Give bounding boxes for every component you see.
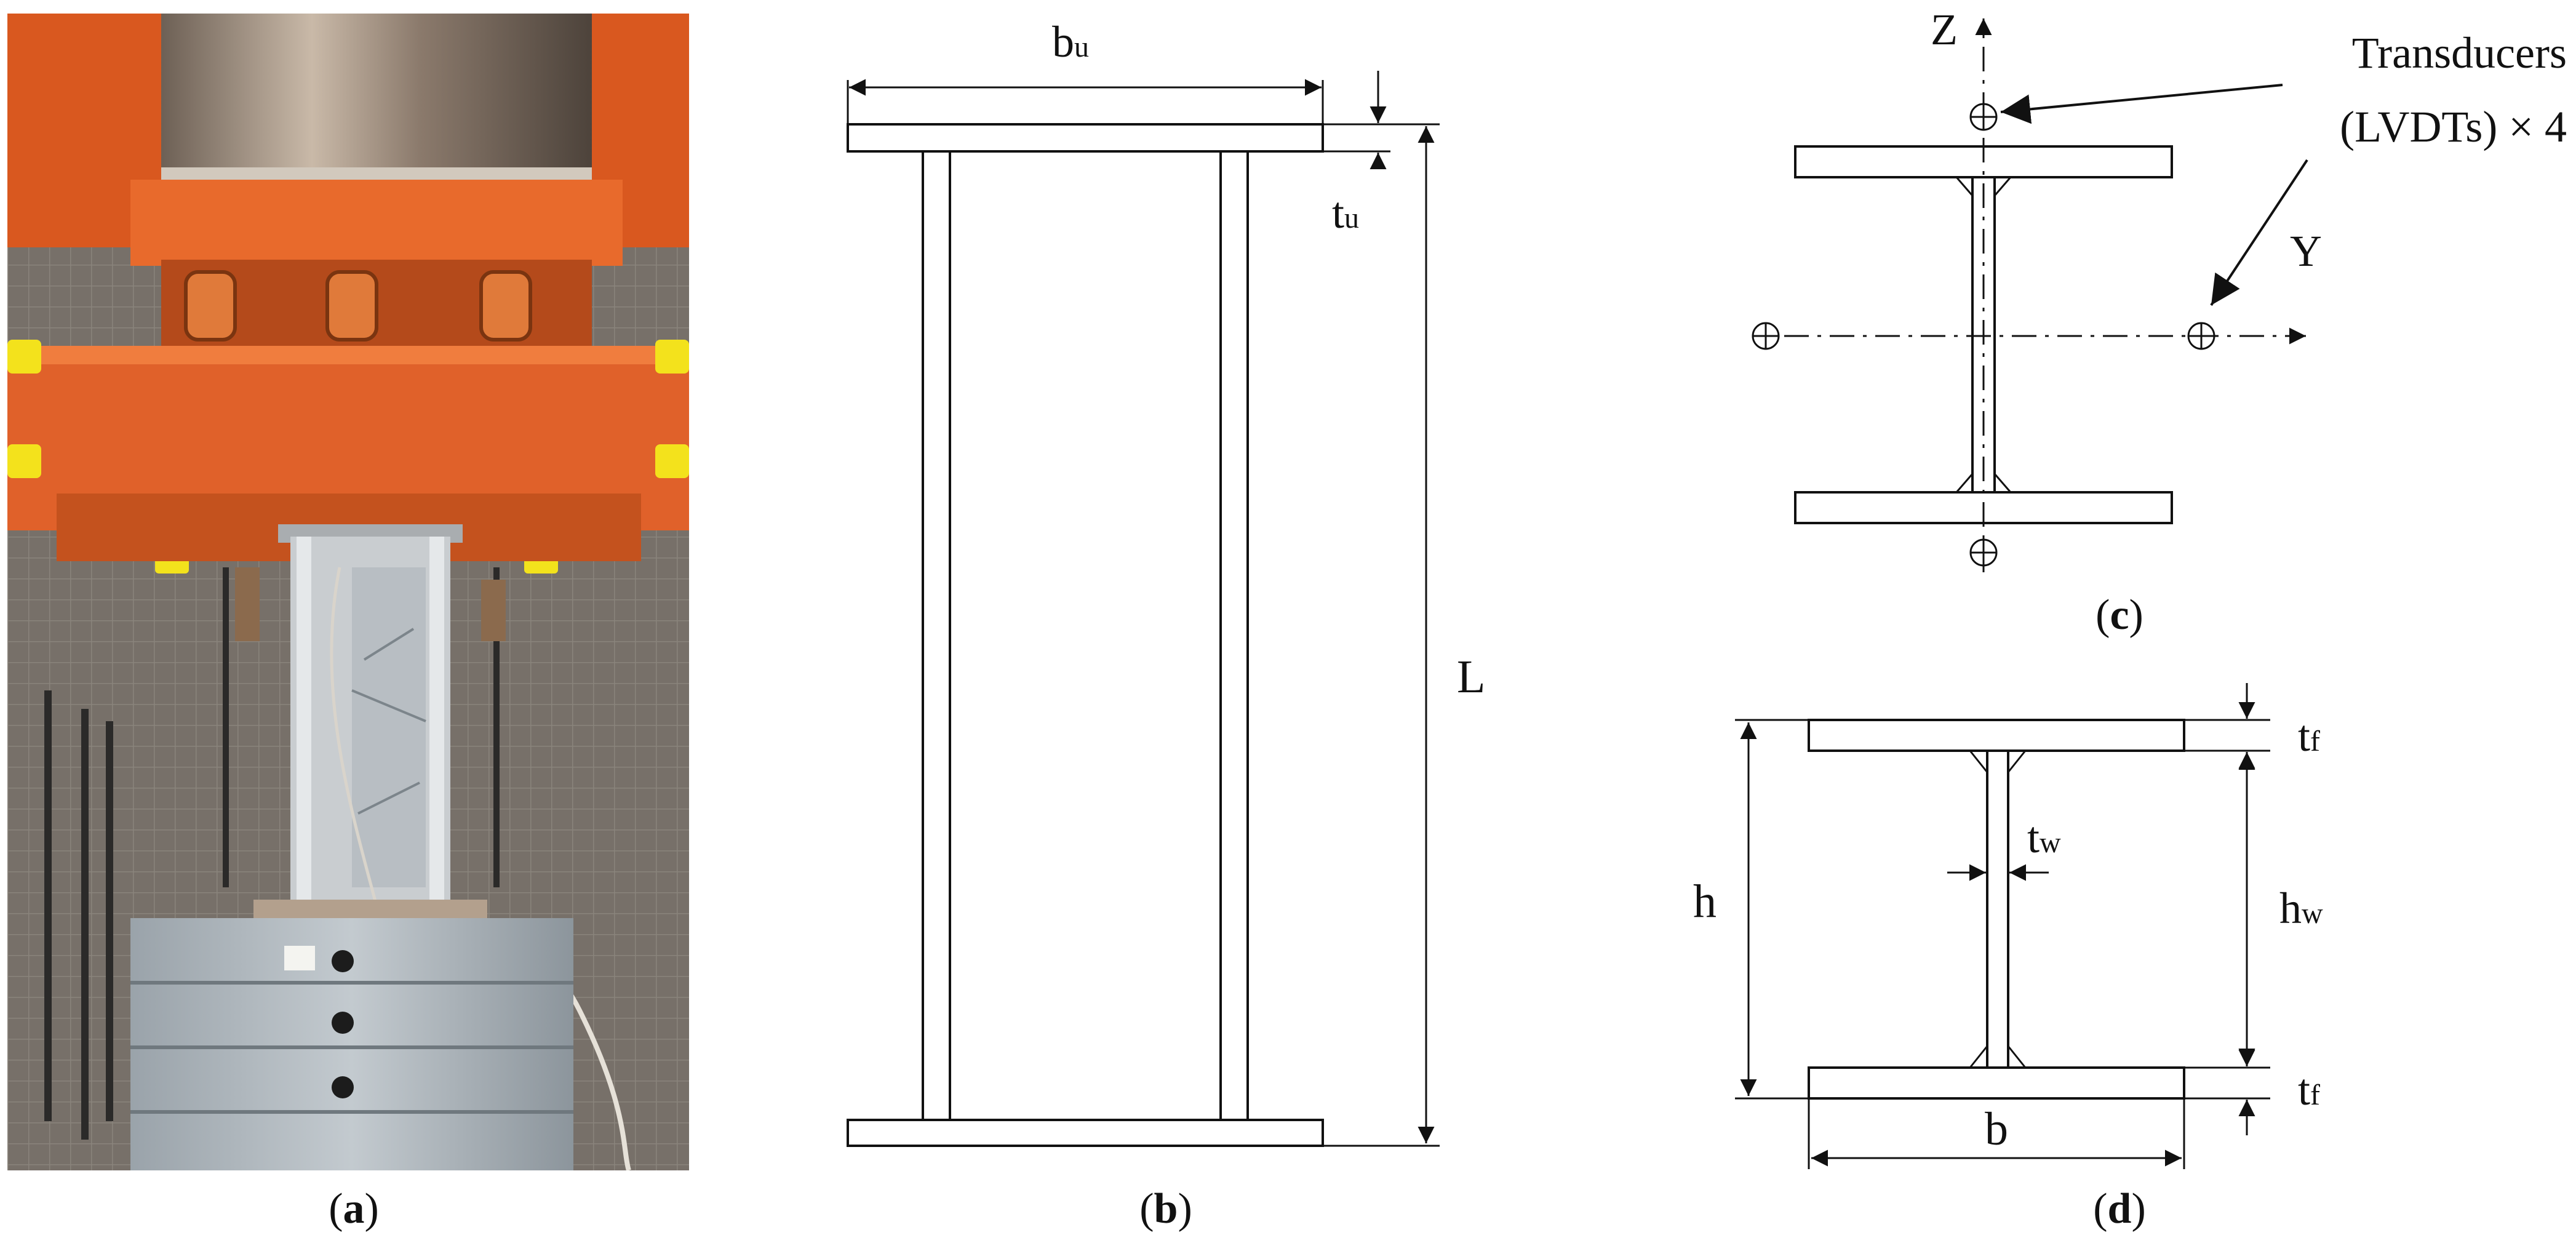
dim-b xyxy=(1808,1098,2185,1169)
dim-tf-bottom xyxy=(2184,1050,2270,1135)
column-elevation xyxy=(847,123,1324,1147)
dim-h xyxy=(1735,719,1808,1100)
caption-d: (d) xyxy=(2093,1185,2146,1233)
label-L: L xyxy=(1457,651,1485,703)
label-tu: tu xyxy=(1332,188,1359,238)
label-tf-bottom: tf xyxy=(2298,1065,2320,1114)
section-dimensioned xyxy=(1808,719,2185,1100)
bottom-end-plate xyxy=(847,1119,1324,1147)
dim-bu xyxy=(847,79,1324,123)
axis-z-label: Z xyxy=(1931,5,1958,54)
label-h: h xyxy=(1693,876,1717,927)
left-flange xyxy=(922,150,951,1121)
transducer-bottom xyxy=(1969,538,1998,567)
dim-L xyxy=(1323,123,1440,1147)
web-d xyxy=(1986,749,2009,1069)
top-end-plate xyxy=(847,123,1324,153)
actuator-ring xyxy=(130,180,623,266)
bottom-flange-d xyxy=(1808,1066,2185,1100)
label-tf-top: tf xyxy=(2298,711,2320,761)
axis-y-label: Y xyxy=(2290,226,2322,276)
transducer-leaders xyxy=(2000,84,2308,306)
label-b: b xyxy=(1985,1103,2008,1155)
test-setup-photo xyxy=(7,14,689,1170)
actuator-cylinder xyxy=(161,14,592,174)
caption-b: (b) xyxy=(1139,1185,1192,1233)
transducer-top xyxy=(1969,103,1998,131)
transducer-left xyxy=(1752,322,1780,350)
label-bu: bu xyxy=(1052,17,1089,66)
top-flange-d xyxy=(1808,719,2185,752)
axes-c xyxy=(1784,18,2306,572)
transducer-label-line2: (LVDTs) × 4 xyxy=(2340,102,2567,151)
label-hw: hw xyxy=(2279,884,2323,933)
transducer-symbols xyxy=(1752,103,2215,567)
right-flange xyxy=(1219,150,1249,1121)
dim-tf-top xyxy=(2184,683,2270,769)
caption-a: (a) xyxy=(329,1185,379,1233)
caption-c: (c) xyxy=(2095,591,2143,639)
transducer-label-line1: Transducers xyxy=(2352,28,2567,78)
label-tw: tw xyxy=(2027,813,2061,862)
transducer-right xyxy=(2187,322,2215,350)
dim-tu xyxy=(1323,71,1390,169)
